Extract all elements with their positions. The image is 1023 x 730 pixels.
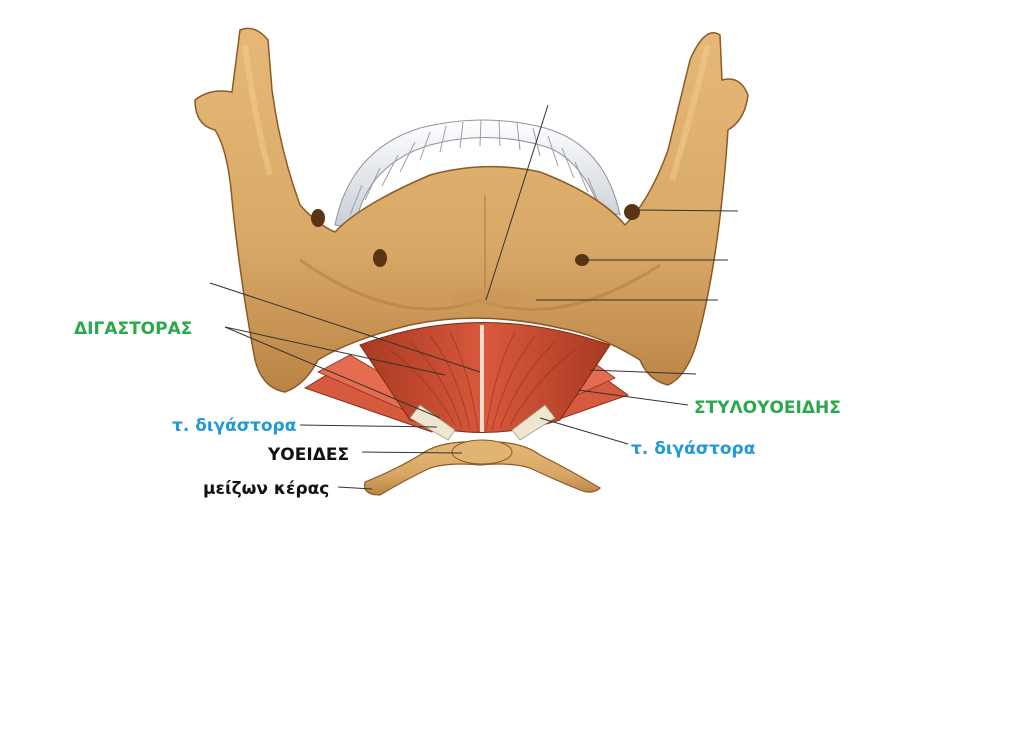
label-greater-horn: μείζων κέρας — [203, 479, 330, 499]
label-stylohyoid: ΣΤΥΛΟΥΟΕΙΔΗΣ — [694, 398, 841, 418]
leader-lines — [209, 104, 739, 490]
mandible-body — [194, 27, 749, 393]
label-digastric-tendon-left: τ. διγάστορα — [172, 416, 297, 436]
hyoid-bone — [363, 439, 602, 496]
label-digastric: ΔΙΓΑΣΤΟΡΑΣ — [74, 319, 193, 339]
left-mandibular-foramen — [311, 209, 325, 227]
right-mental-foramen — [575, 254, 589, 266]
lower-teeth — [334, 119, 621, 229]
right-mandibular-foramen — [624, 204, 640, 220]
left-mental-foramen — [373, 249, 387, 267]
mandible — [194, 27, 749, 393]
right-intermediate-tendon — [511, 404, 556, 441]
left-intermediate-tendon — [409, 404, 456, 441]
label-hyoid: ΥΟΕΙΔΕΣ — [268, 445, 350, 465]
muscle-group — [303, 322, 630, 441]
label-digastric-tendon-right: τ. διγάστορα — [631, 439, 756, 459]
